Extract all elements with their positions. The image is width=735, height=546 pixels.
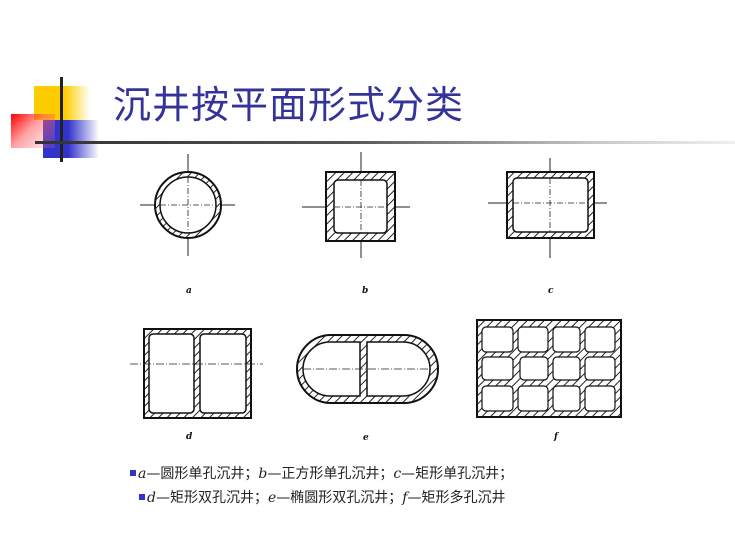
- panel-d-double-rectangle-caisson: d: [130, 328, 263, 442]
- caption-item-a: a—圆形单孔沉井；: [138, 466, 259, 482]
- panel-f-multi-cell-caisson: f: [476, 319, 622, 442]
- panel-e-oval-caisson: e: [296, 334, 439, 443]
- panel-e-label: e: [363, 433, 369, 443]
- title-underline: [35, 141, 735, 144]
- caption-item-f: f—矩形多孔沉井: [402, 490, 506, 506]
- vertical-line-decoration: [60, 77, 63, 162]
- caption-item-e: e—椭圆形双孔沉井；: [267, 490, 403, 506]
- panel-a-label: a: [186, 286, 192, 296]
- caption-line-2: d—矩形双孔沉井；e—椭圆形双孔沉井；f—矩形多孔沉井: [130, 486, 650, 510]
- caption-line-1: a—圆形单孔沉井；b—正方形单孔沉井；c—矩形单孔沉井；: [130, 462, 650, 486]
- panel-f-label: f: [553, 432, 560, 442]
- slide-title: 沉井按平面形式分类: [113, 83, 465, 127]
- panel-b-square-caisson: b: [302, 152, 410, 296]
- panel-c-rectangle-caisson: c: [488, 158, 607, 296]
- panel-b-label: b: [362, 286, 368, 296]
- title-decoration: [0, 0, 110, 170]
- figure-caption: a—圆形单孔沉井；b—正方形单孔沉井；c—矩形单孔沉井； d—矩形双孔沉井；e—…: [130, 462, 650, 510]
- caisson-plan-diagram: a b c d: [120, 150, 640, 450]
- caption-item-c: c—矩形单孔沉井；: [393, 466, 514, 482]
- panel-d-label: d: [186, 432, 193, 442]
- caption-item-b: b—正方形单孔沉井；: [258, 466, 394, 482]
- caption-item-d: d—矩形双孔沉井；: [147, 490, 268, 506]
- panel-a-circle-caisson: a: [140, 154, 235, 296]
- panel-c-label: c: [548, 286, 554, 296]
- bullet-icon: [139, 494, 145, 500]
- bullet-icon: [130, 470, 136, 476]
